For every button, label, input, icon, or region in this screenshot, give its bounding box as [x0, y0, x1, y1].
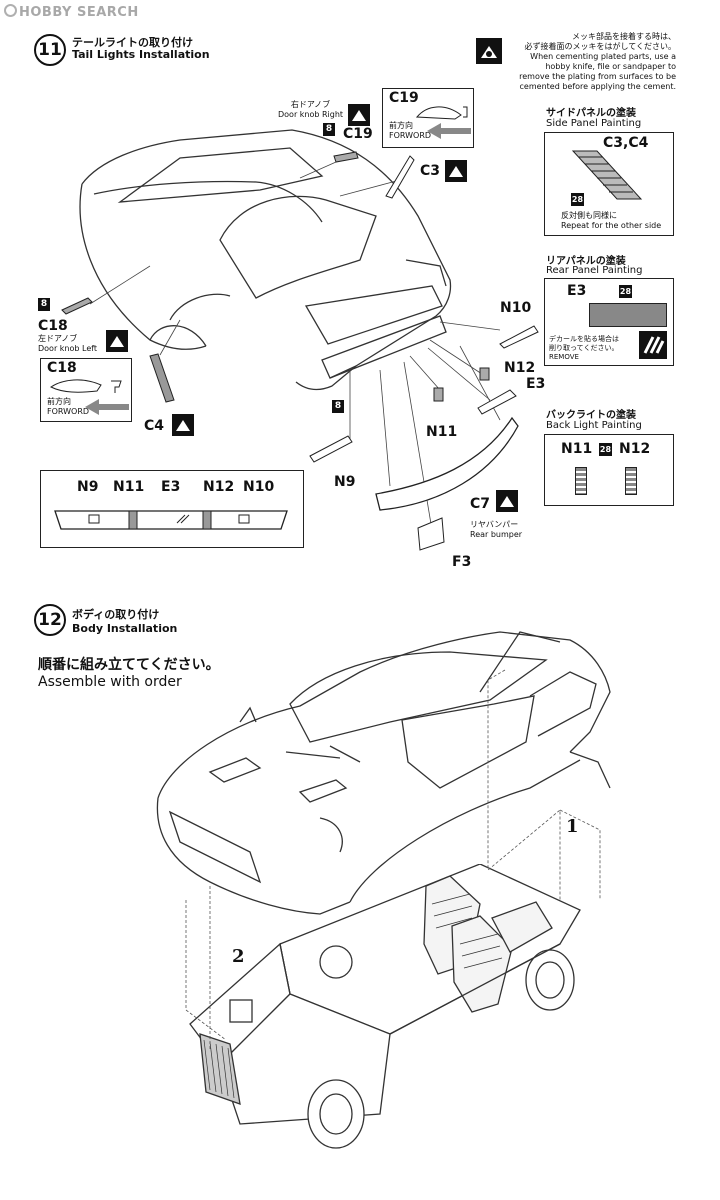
- car-body-shell: [156, 631, 611, 915]
- step-11-title-en: Tail Lights Installation: [72, 48, 210, 61]
- part-c19: [333, 151, 359, 163]
- step-11-title-jp: テールライトの取り付け: [72, 36, 193, 49]
- label-n9: N9: [334, 474, 356, 490]
- label-c7: C7: [470, 496, 491, 512]
- back-light-box: N11 28 N12: [544, 434, 674, 506]
- step-12-title-jp: ボディの取り付け: [72, 608, 160, 621]
- sequence-number-1: 1: [566, 816, 579, 837]
- tail-lights-bar-box: N9 N11 E3 N12 N10: [40, 470, 304, 548]
- label-c3: C3: [420, 163, 441, 179]
- cement-icon-c18: [106, 330, 128, 352]
- color-number-8-c18: 8: [38, 298, 50, 311]
- part-f3: [417, 517, 445, 551]
- part-e3: [477, 389, 517, 415]
- part-rear-bumper-c7: [375, 416, 519, 511]
- part-c3: [385, 155, 415, 199]
- label-c19: C19: [343, 126, 373, 142]
- part-n11: [433, 387, 444, 402]
- cement-icon-c3: [445, 160, 467, 182]
- car-chassis-interior: [189, 864, 581, 1149]
- side-panel-title-en: Side Panel Painting: [546, 118, 642, 129]
- step-11-number: 11: [34, 34, 66, 66]
- part-c18: [61, 297, 93, 315]
- label-f3: F3: [452, 554, 472, 570]
- assemble-order-en: Assemble with order: [38, 674, 182, 690]
- label-n12: N12: [504, 360, 536, 376]
- step-12-title-en: Body Installation: [72, 622, 178, 635]
- sequence-number-2: 2: [232, 946, 245, 967]
- assemble-order-jp: 順番に組み立ててください。: [38, 657, 220, 673]
- step-12-number: 12: [34, 604, 66, 636]
- label-n11: N11: [426, 424, 458, 440]
- part-n9: [309, 435, 353, 463]
- side-panel-title-jp: サイドパネルの塗装: [546, 108, 636, 119]
- back-light-title-en: Back Light Painting: [546, 420, 642, 431]
- watermark: HOBBY SEARCH: [4, 4, 139, 20]
- color-number-8-rear: 8: [332, 400, 344, 413]
- label-e3: E3: [526, 376, 546, 392]
- cement-warning-icon: [476, 38, 502, 64]
- part-c4: [149, 353, 175, 403]
- car-body-rear-view: [79, 129, 452, 391]
- label-c4: C4: [144, 418, 165, 434]
- label-c18: C18: [38, 318, 68, 334]
- part-n12: [479, 367, 490, 381]
- cement-icon-c19: [348, 104, 370, 126]
- rear-panel-title-jp: リアパネルの塗装: [546, 256, 626, 267]
- part-n10: [499, 325, 539, 349]
- back-light-title-jp: バックライトの塗装: [546, 410, 636, 421]
- rear-panel-box: E3 28 デカールを貼る場合は削り取ってください。REMOVE: [544, 278, 674, 366]
- remove-icon: [639, 331, 667, 359]
- plating-note: メッキ部品を接着する時は、必ず接着面のメッキをはがしてください。 When ce…: [519, 32, 676, 91]
- assembly-guide-lines: [185, 669, 601, 1050]
- rear-panel-title-en: Rear Panel Painting: [546, 265, 643, 276]
- color-number-8-c19: 8: [323, 123, 335, 136]
- label-n10: N10: [500, 300, 532, 316]
- cement-icon-c7: [496, 490, 518, 512]
- cement-icon-c4: [172, 414, 194, 436]
